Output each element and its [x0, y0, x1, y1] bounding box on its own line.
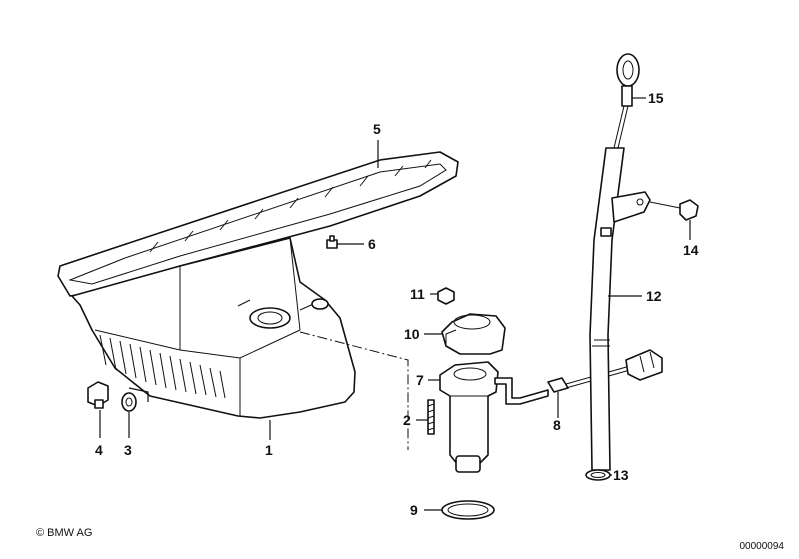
- gasket-screw[interactable]: [326, 235, 338, 249]
- filter-cover[interactable]: [441, 313, 506, 355]
- guide-tube-bolt[interactable]: [649, 199, 699, 221]
- drain-plug-washer[interactable]: [121, 392, 137, 412]
- oil-filter-housing[interactable]: [439, 361, 549, 473]
- callout-8: 8: [553, 417, 561, 433]
- filter-o-ring[interactable]: [441, 500, 495, 520]
- callout-4: 4: [95, 442, 103, 458]
- callout-5: 5: [373, 121, 381, 137]
- callout-12: 12: [646, 288, 662, 304]
- callout-2: 2: [403, 412, 411, 428]
- document-number: 00000094: [739, 541, 785, 552]
- callout-9: 9: [410, 502, 418, 518]
- guide-tube-seal[interactable]: [585, 469, 611, 481]
- callout-14: 14: [683, 242, 699, 258]
- drain-plug[interactable]: [87, 381, 109, 409]
- callout-3: 3: [124, 442, 132, 458]
- callout-11: 11: [410, 286, 425, 302]
- filter-nut[interactable]: [437, 287, 455, 305]
- assembly-centerline: [299, 331, 409, 450]
- callout-1: 1: [265, 442, 273, 458]
- sensor-connector[interactable]: [625, 349, 663, 381]
- hose-sleeve[interactable]: [547, 377, 569, 393]
- oil-pan[interactable]: [71, 237, 356, 419]
- dipstick-guide-tube[interactable]: [589, 147, 651, 471]
- callout-15: 15: [648, 90, 664, 106]
- dipstick[interactable]: [613, 53, 640, 149]
- callout-7: 7: [416, 372, 424, 388]
- callout-6: 6: [368, 236, 376, 252]
- callout-13: 13: [613, 467, 629, 483]
- copyright-notice: © BMW AG: [36, 527, 93, 539]
- filter-stud[interactable]: [427, 399, 435, 435]
- callout-10: 10: [404, 326, 420, 342]
